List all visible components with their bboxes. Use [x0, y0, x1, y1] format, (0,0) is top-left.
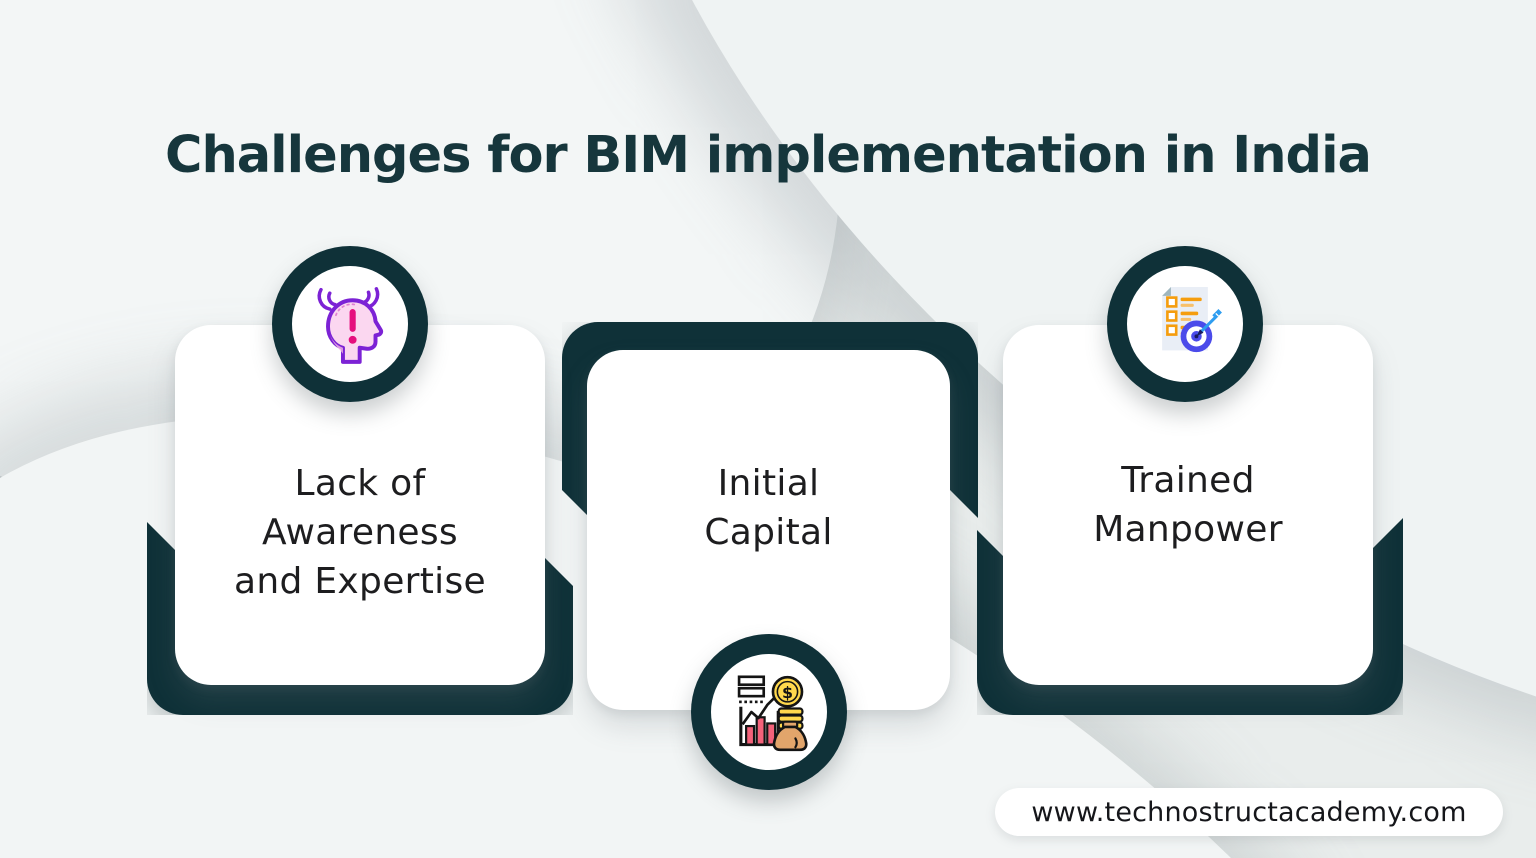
- card-label: Initial Capital: [704, 459, 832, 557]
- icon-disc: $: [711, 654, 827, 770]
- card-label-line: Initial: [717, 463, 820, 504]
- card-label: Lack of Awareness and Expertise: [234, 459, 486, 606]
- icon-disc: [1127, 266, 1243, 382]
- checklist-target-icon: [1162, 287, 1222, 353]
- card-label-line: Capital: [704, 512, 833, 553]
- card-label-line: Manpower: [1093, 509, 1283, 550]
- website-url-pill: www.technostructacademy.com: [995, 788, 1503, 836]
- finance-growth-icon: $: [737, 675, 808, 752]
- card-3-icon-badge: [1107, 246, 1263, 402]
- icon-disc: [292, 266, 408, 382]
- card-label-line: Trained: [1121, 460, 1255, 501]
- card-2-icon-badge: $: [691, 634, 847, 790]
- card-label: Trained Manpower: [1093, 456, 1283, 554]
- card-label-line: Lack of: [294, 462, 426, 504]
- svg-text:$: $: [782, 683, 793, 702]
- head-alert-icon: [317, 287, 384, 364]
- website-url: www.technostructacademy.com: [1031, 796, 1467, 828]
- page-title: Challenges for BIM implementation in Ind…: [165, 126, 1372, 186]
- card-label-line: and Expertise: [234, 560, 486, 602]
- card-label-line: Awareness: [261, 511, 458, 553]
- card-1-icon-badge: [272, 246, 428, 402]
